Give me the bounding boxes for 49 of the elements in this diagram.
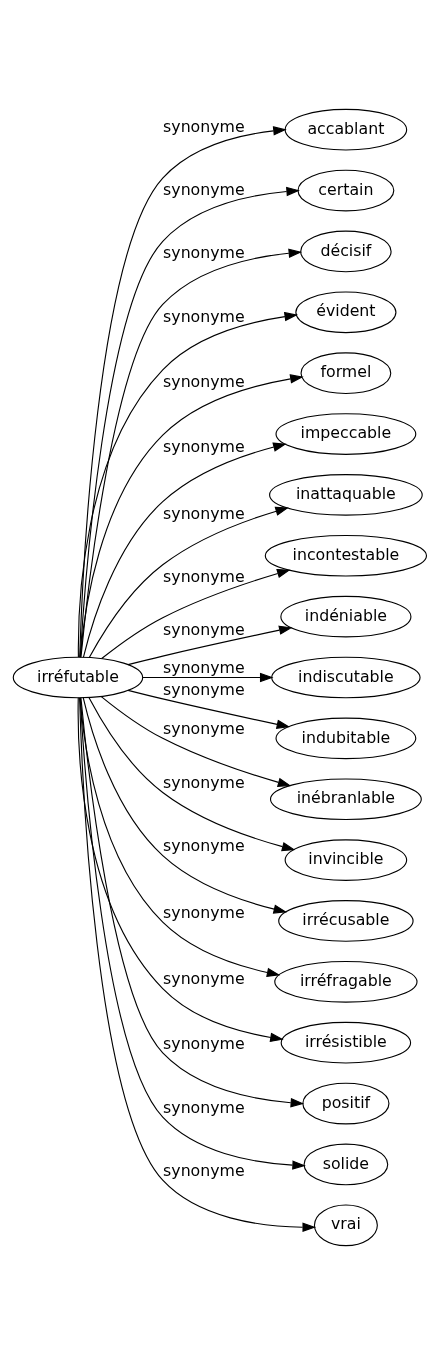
edge-label: synonyme (162, 1097, 245, 1117)
node-ellipse: vrai (313, 1204, 378, 1247)
arrow (79, 374, 304, 658)
node-ellipse: certain (296, 169, 394, 212)
node-ellipse: irréfragable (273, 961, 418, 1003)
edge-label: synonyme (162, 371, 245, 391)
node-ellipse: positif (301, 1082, 389, 1125)
node-ellipse: solide (303, 1143, 388, 1186)
arrow (100, 696, 291, 787)
node-ellipse: indiscutable (270, 656, 421, 699)
edge-label: synonyme (162, 306, 245, 326)
arrow (88, 697, 295, 852)
edge-label: synonyme (162, 437, 245, 457)
arrow (77, 697, 284, 1043)
arrow (78, 697, 316, 1232)
arrow (78, 126, 287, 658)
node-ellipse: impeccable (274, 413, 416, 455)
edge-label: synonyme (162, 1033, 245, 1053)
edge-label: synonyme (162, 902, 245, 922)
node-ellipse: décisif (299, 230, 392, 273)
node-ellipse: accablant (284, 108, 407, 151)
edge-label: synonyme (162, 117, 245, 137)
edge-label: synonyme (162, 1160, 245, 1180)
edge-label: synonyme (162, 836, 245, 856)
node-ellipse: invincible (284, 839, 407, 881)
arrow (79, 697, 280, 978)
edge-label: synonyme (162, 503, 245, 523)
arrow (88, 506, 289, 658)
edge-label: synonyme (162, 658, 245, 678)
arrow (127, 689, 290, 729)
edge-label: synonyme (162, 566, 245, 586)
node-ellipse: irréfutable (12, 656, 143, 699)
arrow (100, 568, 291, 660)
edge-label: synonyme (162, 719, 245, 739)
node-ellipse: formel (300, 352, 391, 394)
edge-label: synonyme (162, 679, 245, 699)
edge-label: synonyme (162, 180, 245, 200)
edge-label: synonyme (162, 969, 245, 989)
edge-label: synonyme (162, 773, 245, 793)
arrow (77, 311, 298, 658)
node-ellipse: irrécusable (277, 900, 414, 942)
arrow (141, 672, 273, 683)
arrow (82, 442, 287, 658)
node-ellipse: évident (294, 291, 396, 334)
arrow (127, 625, 293, 666)
node-ellipse: irrésistible (280, 1021, 411, 1064)
edge-label: synonyme (162, 619, 245, 639)
edge-label: synonyme (162, 243, 245, 263)
arrow (82, 697, 287, 914)
